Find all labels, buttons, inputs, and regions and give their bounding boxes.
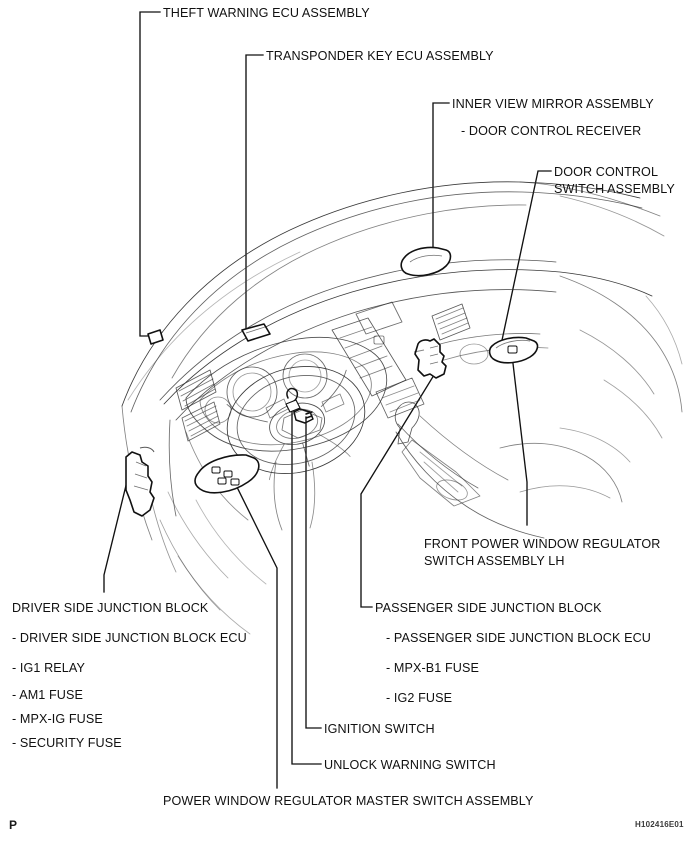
leader-theft-warning-ecu bbox=[139, 11, 161, 337]
leader-lines bbox=[103, 11, 552, 789]
callout-mpx-ig-fuse: - MPX-IG FUSE bbox=[12, 712, 103, 726]
figure-reference-code: H102416E01 bbox=[635, 820, 684, 829]
callout-door-control-switch-line2: SWITCH ASSEMBLY bbox=[554, 182, 675, 196]
callout-door-control-receiver: - DOOR CONTROL RECEIVER bbox=[461, 124, 642, 138]
callout-security-fuse: - SECURITY FUSE bbox=[12, 736, 122, 750]
leader-driver-side-junction-block bbox=[103, 456, 134, 593]
component-transponder-key-ecu bbox=[241, 323, 271, 342]
callout-ignition-switch: IGNITION SWITCH bbox=[324, 722, 435, 736]
callout-power-window-master-switch: POWER WINDOW REGULATOR MASTER SWITCH ASS… bbox=[163, 794, 534, 808]
callout-mpx-b1-fuse: - MPX-B1 FUSE bbox=[386, 661, 479, 675]
callout-passenger-side-junction-block-ecu: - PASSENGER SIDE JUNCTION BLOCK ECU bbox=[386, 631, 651, 645]
component-theft-warning-ecu bbox=[147, 329, 164, 345]
callout-am1-fuse: - AM1 FUSE bbox=[12, 688, 83, 702]
component-passenger-side-junction-block bbox=[413, 338, 447, 379]
callout-theft-warning-ecu: THEFT WARNING ECU ASSEMBLY bbox=[163, 6, 370, 20]
interior-linework bbox=[121, 181, 683, 635]
component-power-window-master-switch bbox=[194, 454, 260, 494]
component-front-power-window-switch bbox=[495, 339, 531, 349]
callout-door-control-switch-line1: DOOR CONTROL bbox=[554, 165, 659, 179]
component-inner-view-mirror bbox=[400, 246, 452, 277]
leader-power-window-master-switch bbox=[232, 478, 278, 789]
callout-driver-side-junction-block: DRIVER SIDE JUNCTION BLOCK bbox=[12, 601, 209, 615]
callout-transponder-key-ecu: TRANSPONDER KEY ECU ASSEMBLY bbox=[266, 49, 494, 63]
component-unlock-warning-switch bbox=[285, 399, 301, 413]
highlighted-components bbox=[125, 246, 539, 517]
leader-inner-view-mirror bbox=[432, 102, 450, 259]
leader-ignition-switch bbox=[305, 416, 322, 729]
callout-inner-view-mirror: INNER VIEW MIRROR ASSEMBLY bbox=[452, 97, 654, 111]
callout-ig1-relay: - IG1 RELAY bbox=[12, 661, 85, 675]
component-door-control-switch bbox=[488, 336, 539, 364]
callout-unlock-warning-switch: UNLOCK WARNING SWITCH bbox=[324, 758, 496, 772]
callout-ig2-fuse: - IG2 FUSE bbox=[386, 691, 453, 705]
leader-passenger-side-junction-block bbox=[360, 374, 435, 608]
page-corner-mark: P bbox=[9, 818, 18, 832]
callout-front-power-window-switch-line2: SWITCH ASSEMBLY LH bbox=[424, 554, 565, 568]
callout-front-power-window-switch-line1: FRONT POWER WINDOW REGULATOR bbox=[424, 537, 661, 551]
leader-unlock-warning-switch bbox=[291, 411, 322, 765]
leader-front-power-window-switch bbox=[511, 354, 528, 526]
leader-door-control-switch bbox=[500, 170, 552, 346]
callout-driver-side-junction-block-ecu: - DRIVER SIDE JUNCTION BLOCK ECU bbox=[12, 631, 247, 645]
component-driver-side-junction-block bbox=[125, 446, 155, 517]
leader-transponder-key-ecu bbox=[245, 54, 264, 332]
callout-passenger-side-junction-block: PASSENGER SIDE JUNCTION BLOCK bbox=[375, 601, 602, 615]
